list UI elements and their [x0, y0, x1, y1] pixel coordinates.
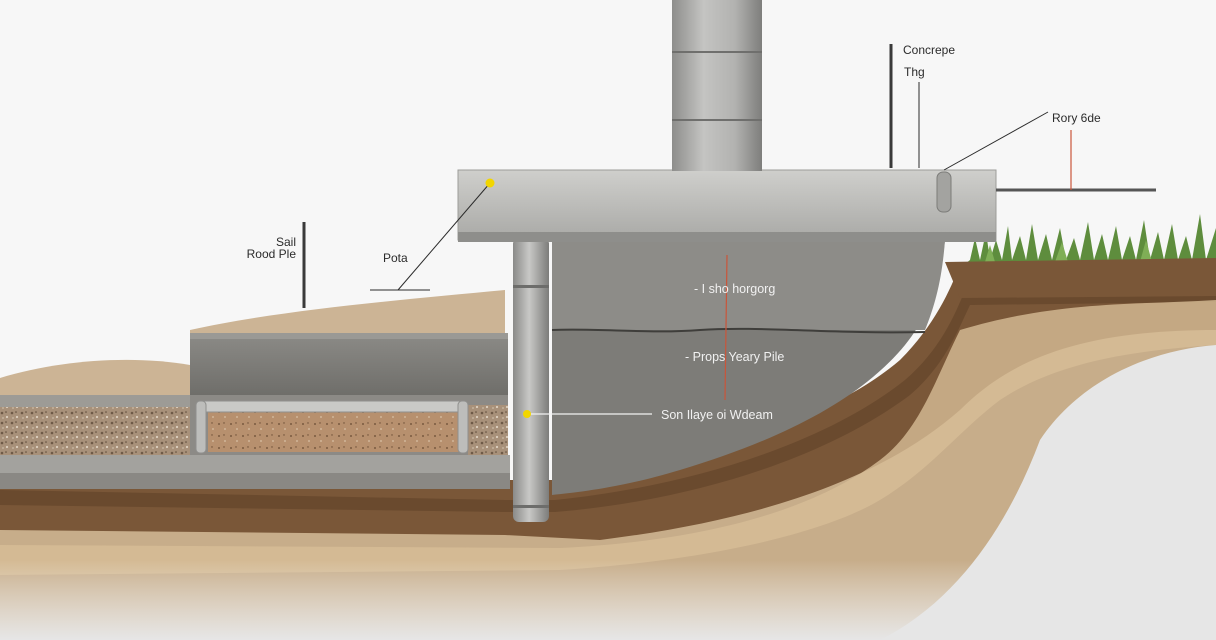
label-iso-horgorg: - I sho horgorg: [694, 282, 776, 296]
left-sand-mound: [0, 359, 190, 395]
label-sail: Sail: [275, 235, 296, 249]
marker-dot-cap: [485, 178, 495, 188]
trench-fill: [208, 412, 464, 452]
base-slab-lower: [0, 473, 510, 489]
leader-red-vertical: [724, 254, 728, 401]
sand-slope: [190, 290, 505, 340]
label-rood-pile: Rood Ple: [246, 247, 296, 261]
leader-pota: [397, 182, 491, 291]
column: [672, 0, 762, 171]
concrete-block-top: [190, 333, 508, 339]
pile-body-upper: [552, 240, 945, 330]
label-thg: Thg: [904, 65, 925, 79]
base-slab: [0, 455, 510, 473]
right-mist: [880, 345, 1216, 640]
pile-cap-underside: [458, 232, 996, 242]
label-rory-side: Rory 6de: [1052, 111, 1101, 125]
topsoil: [945, 258, 1216, 298]
label-son-haye: Son Ilaye oi Wdeam: [661, 408, 773, 422]
gravel-right-trench: [468, 405, 508, 455]
label-concrete: Concrepe: [903, 43, 956, 57]
gravel-top-plate: [0, 395, 190, 407]
vertical-pile: [513, 238, 549, 522]
label-pota: Pota: [383, 251, 408, 265]
pile-joint: [513, 285, 549, 288]
leader-rory: [943, 111, 1049, 171]
sand-wave: [0, 300, 1216, 575]
pile-joint-lower: [513, 505, 549, 508]
label-props-yeary-pile: - Props Yeary Pile: [685, 350, 785, 364]
concrete-block: [190, 335, 508, 395]
layer-crack-line: [551, 327, 926, 334]
pile-cap-slab: [457, 169, 997, 241]
anchor-bolt: [936, 171, 952, 213]
pipe-elbow: [195, 400, 207, 454]
horizontal-pipe: [197, 400, 467, 413]
marker-dot-pile: [523, 410, 531, 418]
pipe-end: [457, 400, 469, 454]
grass-strip: [965, 214, 1216, 264]
